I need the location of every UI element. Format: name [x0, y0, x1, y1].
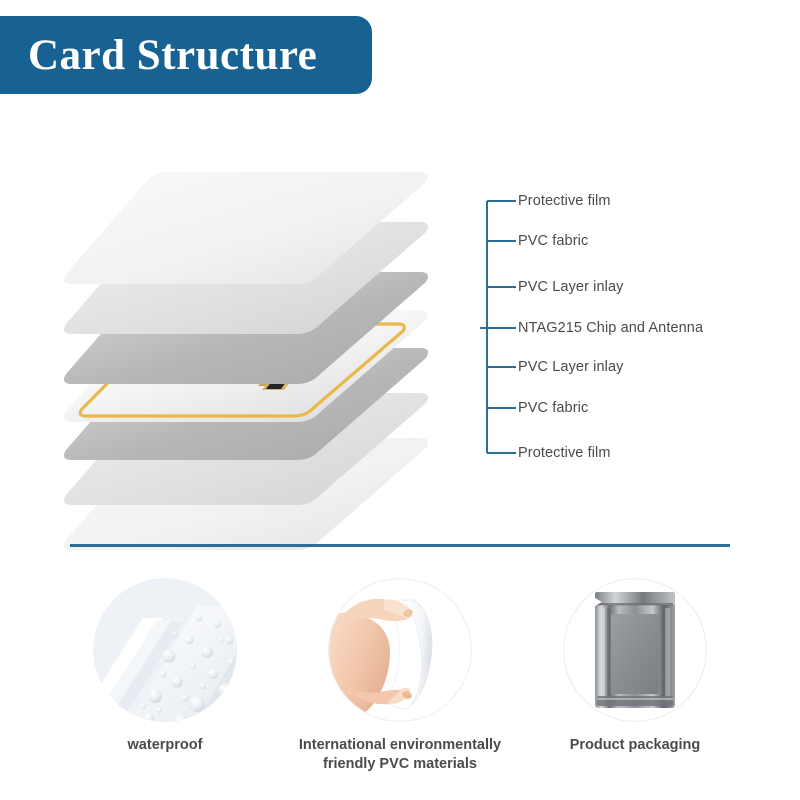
callout-leader-lines: [480, 200, 516, 454]
feature-row: waterproof: [60, 578, 740, 774]
feature-caption-packaging: Product packaging: [569, 737, 701, 753]
header-banner: Card Structure: [0, 16, 372, 94]
callout-label-protective-film-top: Protective film: [518, 193, 611, 209]
callout-label-protective-film-bottom: Protective film: [518, 445, 611, 461]
callout-label-pvc-fabric-bottom: PVC fabric: [518, 400, 589, 416]
pvc-material-image: [328, 578, 472, 722]
feature-waterproof: waterproof: [60, 578, 270, 774]
callout-label-pvc-layer-inlay-top: PVC Layer inlay: [518, 279, 624, 295]
callout-label-pvc-fabric-top: PVC fabric: [518, 233, 589, 249]
water-droplets-on-cards-icon: [93, 578, 237, 722]
callout-label-pvc-layer-inlay-bottom: PVC Layer inlay: [518, 359, 624, 375]
callout-label-ntag215-chip-antenna: NTAG215 Chip and Antenna: [518, 320, 704, 336]
hand-bending-pvc-card-icon: [328, 578, 472, 722]
foil-ziplock-pouch-icon: [563, 578, 707, 722]
card-layer-stack-figure: [60, 150, 480, 550]
section-divider: [70, 544, 730, 547]
layer-callout-list: Protective film PVC fabric PVC Layer inl…: [480, 180, 780, 480]
card-layer-stack-illustration: [64, 172, 428, 550]
feature-caption-waterproof: waterproof: [127, 737, 203, 753]
packaging-image: [563, 578, 707, 722]
feature-caption-pvc-material: International environmentally friendly P…: [298, 737, 502, 773]
feature-packaging: Product packaging: [530, 578, 740, 774]
waterproof-image: [93, 578, 237, 722]
feature-pvc-material: International environmentally friendly P…: [295, 578, 505, 774]
page-title: Card Structure: [28, 31, 318, 79]
